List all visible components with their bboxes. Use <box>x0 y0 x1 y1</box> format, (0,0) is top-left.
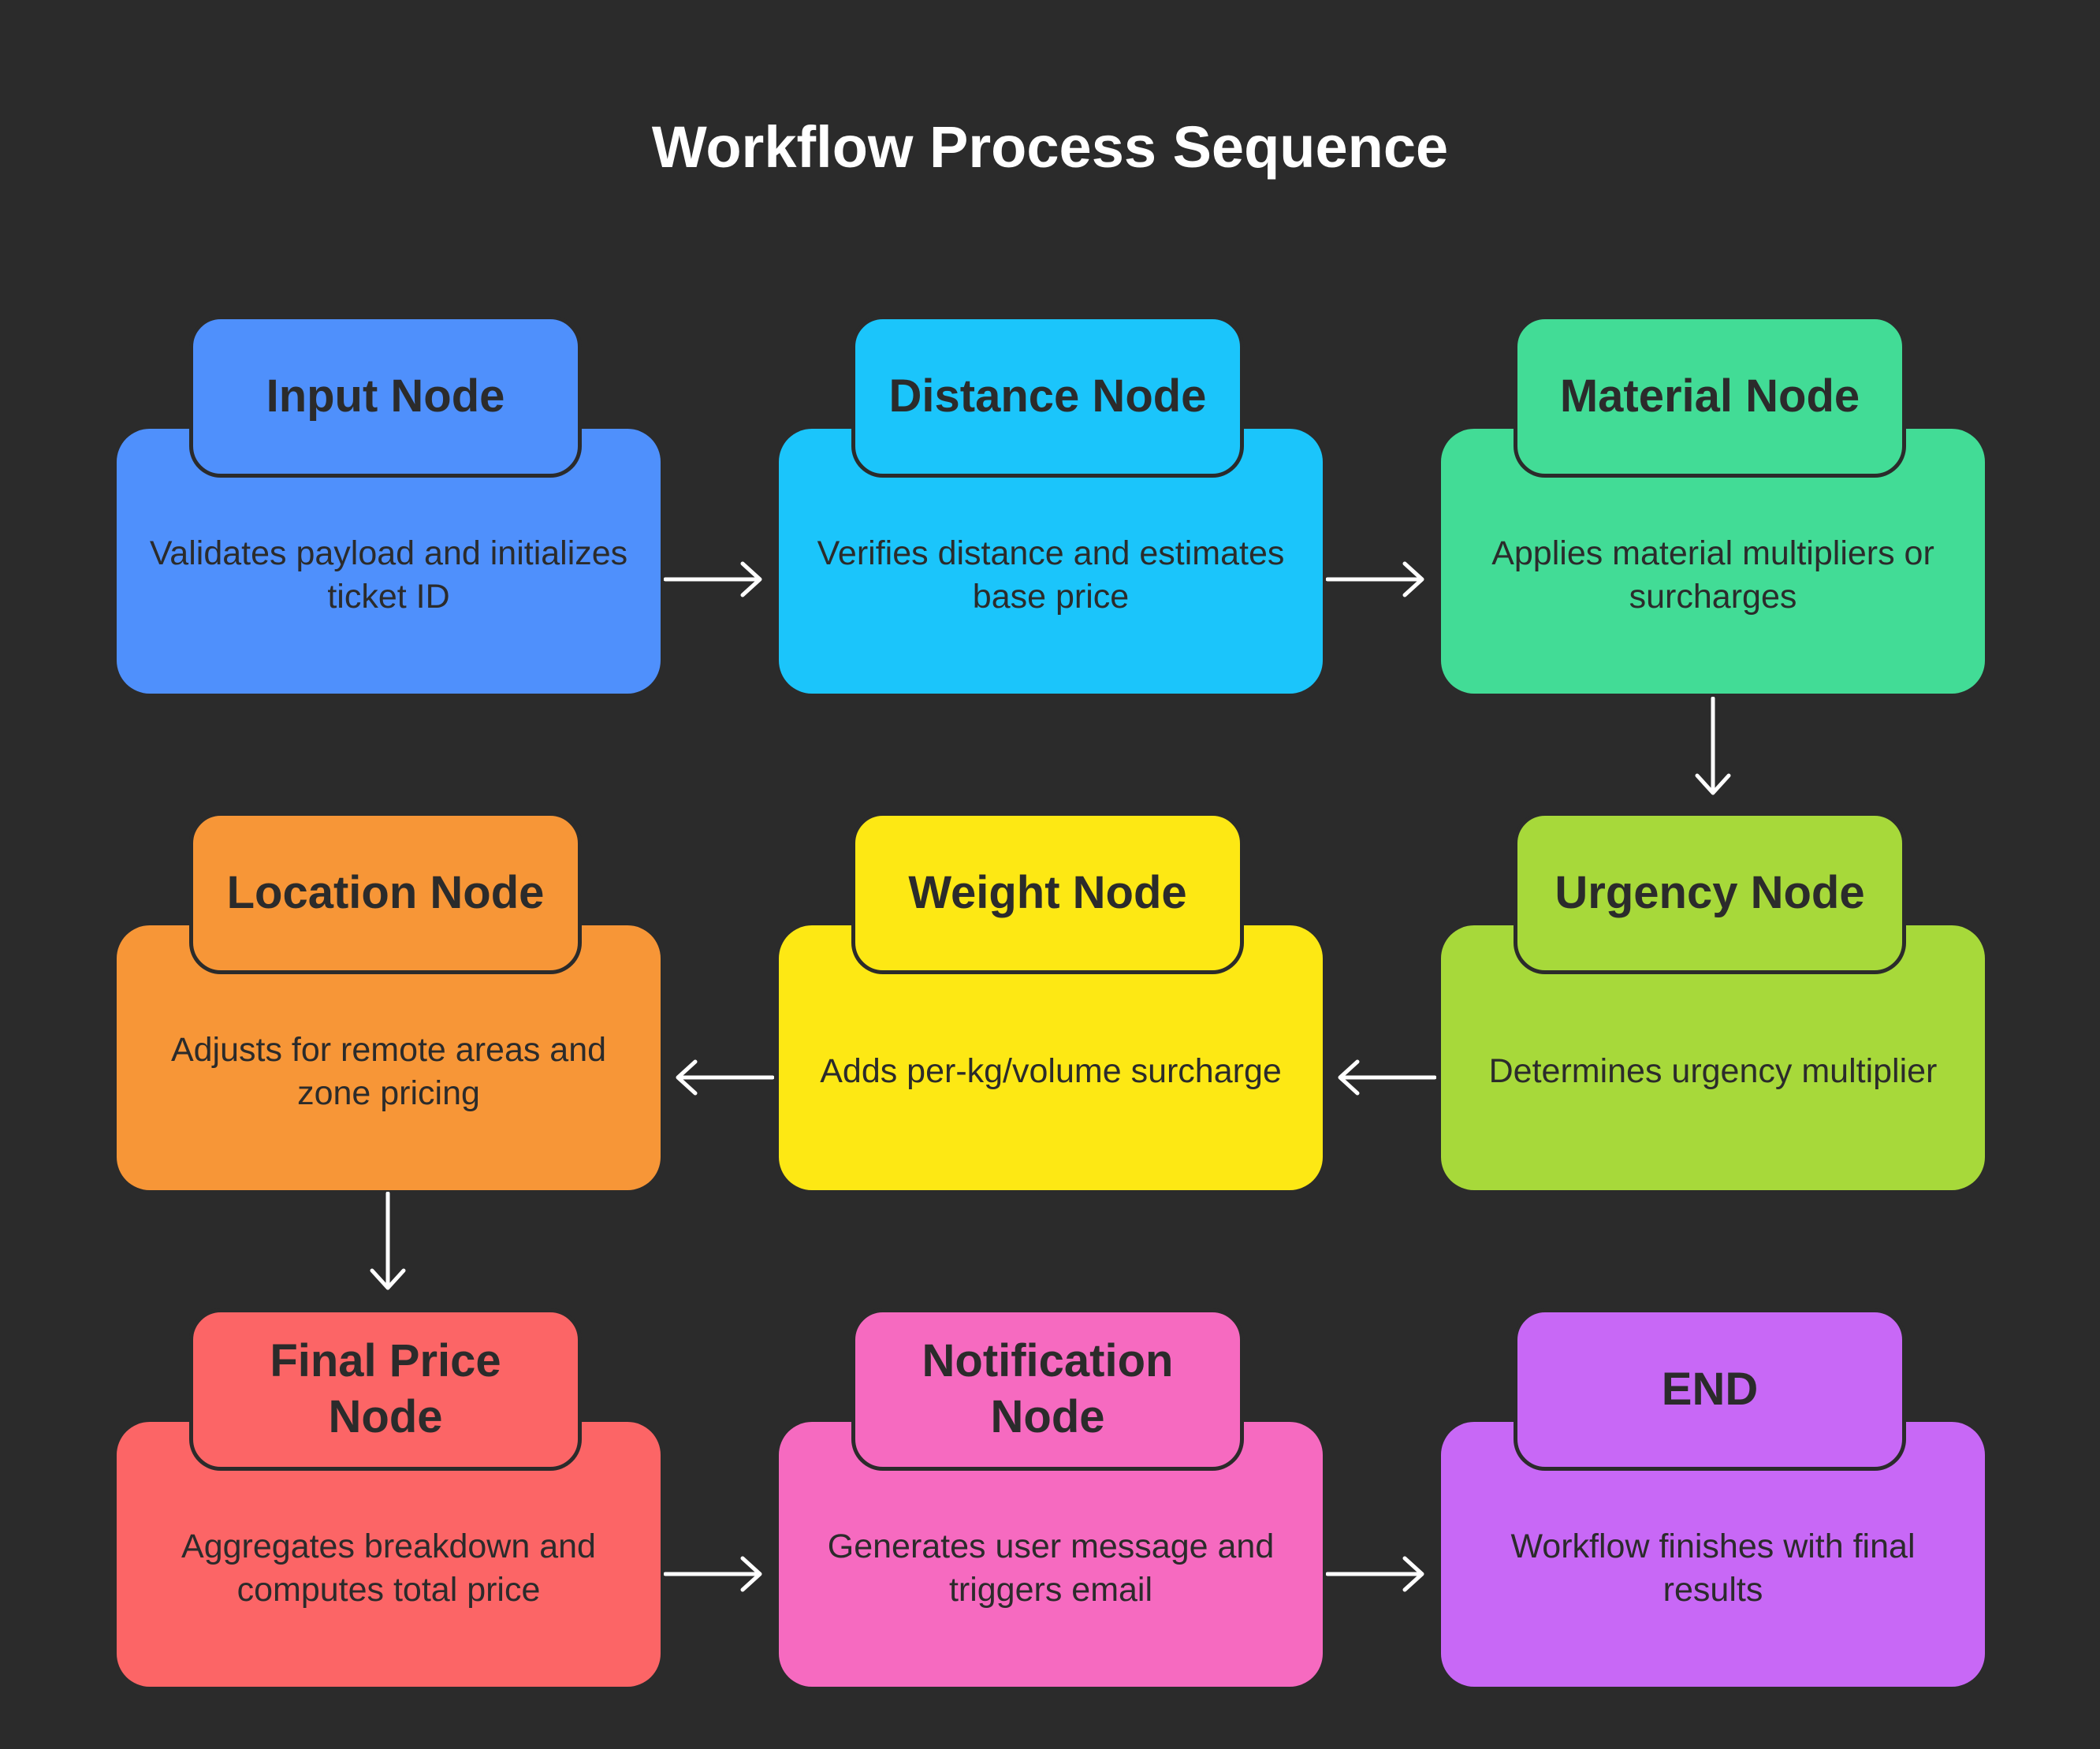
arrow-down-icon <box>1695 697 1731 795</box>
final-price-node-title: Final Price Node <box>189 1308 582 1471</box>
arrow-left-icon <box>1338 1059 1436 1096</box>
arrow-right-icon <box>1326 561 1424 597</box>
urgency-node: Urgency Node Determines urgency multipli… <box>1441 812 1985 1190</box>
weight-node-desc: Adds per-kg/volume surcharge <box>820 1052 1282 1091</box>
input-node-desc: Validates payload and initializes ticket… <box>149 534 628 616</box>
weight-node-title: Weight Node <box>851 812 1244 974</box>
final-price-node-desc: Aggregates breakdown and computes total … <box>181 1527 596 1609</box>
location-node-desc: Adjusts for remote areas and zone pricin… <box>170 1030 607 1112</box>
urgency-node-desc: Determines urgency multiplier <box>1488 1052 1938 1091</box>
end-node-desc: Workflow finishes with final results <box>1510 1527 1916 1609</box>
location-node: Location Node Adjusts for remote areas a… <box>117 812 661 1190</box>
input-node-title: Input Node <box>189 315 582 478</box>
notification-node-desc: Generates user message and triggers emai… <box>827 1527 1275 1609</box>
diagram-title: Workflow Process Sequence <box>651 114 1449 180</box>
location-node-title: Location Node <box>189 812 582 974</box>
distance-node: Distance Node Verifies distance and esti… <box>779 315 1323 694</box>
arrow-right-icon <box>1326 1556 1424 1592</box>
material-node-title: Material Node <box>1514 315 1906 478</box>
weight-node: Weight Node Adds per-kg/volume surcharge <box>779 812 1323 1190</box>
arrow-left-icon <box>676 1059 774 1096</box>
arrow-right-icon <box>664 561 762 597</box>
notification-node-title: Notification Node <box>851 1308 1244 1471</box>
end-node: END Workflow finishes with final results <box>1441 1308 1985 1687</box>
urgency-node-title: Urgency Node <box>1514 812 1906 974</box>
final-price-node: Final Price Node Aggregates breakdown an… <box>117 1308 661 1687</box>
distance-node-desc: Verifies distance and estimates base pri… <box>817 534 1285 616</box>
notification-node: Notification Node Generates user message… <box>779 1308 1323 1687</box>
distance-node-title: Distance Node <box>851 315 1244 478</box>
material-node-desc: Applies material multipliers or surcharg… <box>1491 534 1934 616</box>
arrow-right-icon <box>664 1556 762 1592</box>
input-node: Input Node Validates payload and initial… <box>117 315 661 694</box>
end-node-title: END <box>1514 1308 1906 1471</box>
arrow-down-icon <box>370 1192 406 1290</box>
material-node: Material Node Applies material multiplie… <box>1441 315 1985 694</box>
